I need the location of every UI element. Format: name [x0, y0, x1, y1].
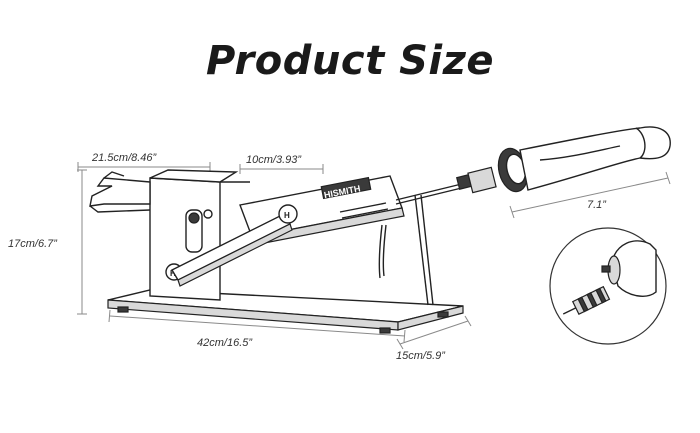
motor-housing: H: [149, 169, 250, 301]
dimension-height: 17cm/6.7”: [8, 169, 87, 315]
svg-text:H: H: [170, 269, 176, 278]
svg-text:H: H: [284, 211, 290, 220]
attachment-label: 7.1”: [587, 199, 607, 211]
upright-frame: [378, 194, 434, 306]
dimension-base-width: 15cm/5.9”: [396, 315, 472, 362]
dimension-attachment: 7.1”: [509, 171, 671, 219]
base-length-label: 42cm/16.5”: [197, 337, 253, 349]
height-label: 17cm/6.7”: [8, 238, 58, 250]
stroke-label: 10cm/3.93”: [246, 154, 302, 166]
page-title: Product Size: [205, 38, 495, 84]
connecting-arm: H: [171, 204, 298, 287]
connector-detail-inset: [549, 227, 667, 345]
dimension-base-length: 42cm/16.5”: [108, 309, 406, 349]
base-width-label: 15cm/5.9”: [396, 350, 446, 362]
dimension-top-length: 21.5cm/8.46”: [77, 152, 211, 172]
dimension-stroke: 10cm/3.93”: [239, 154, 324, 174]
attachment: [467, 126, 671, 194]
thrust-rod: [395, 173, 479, 205]
rear-handle: [89, 171, 151, 213]
top-length-label: 21.5cm/8.46”: [91, 152, 158, 164]
